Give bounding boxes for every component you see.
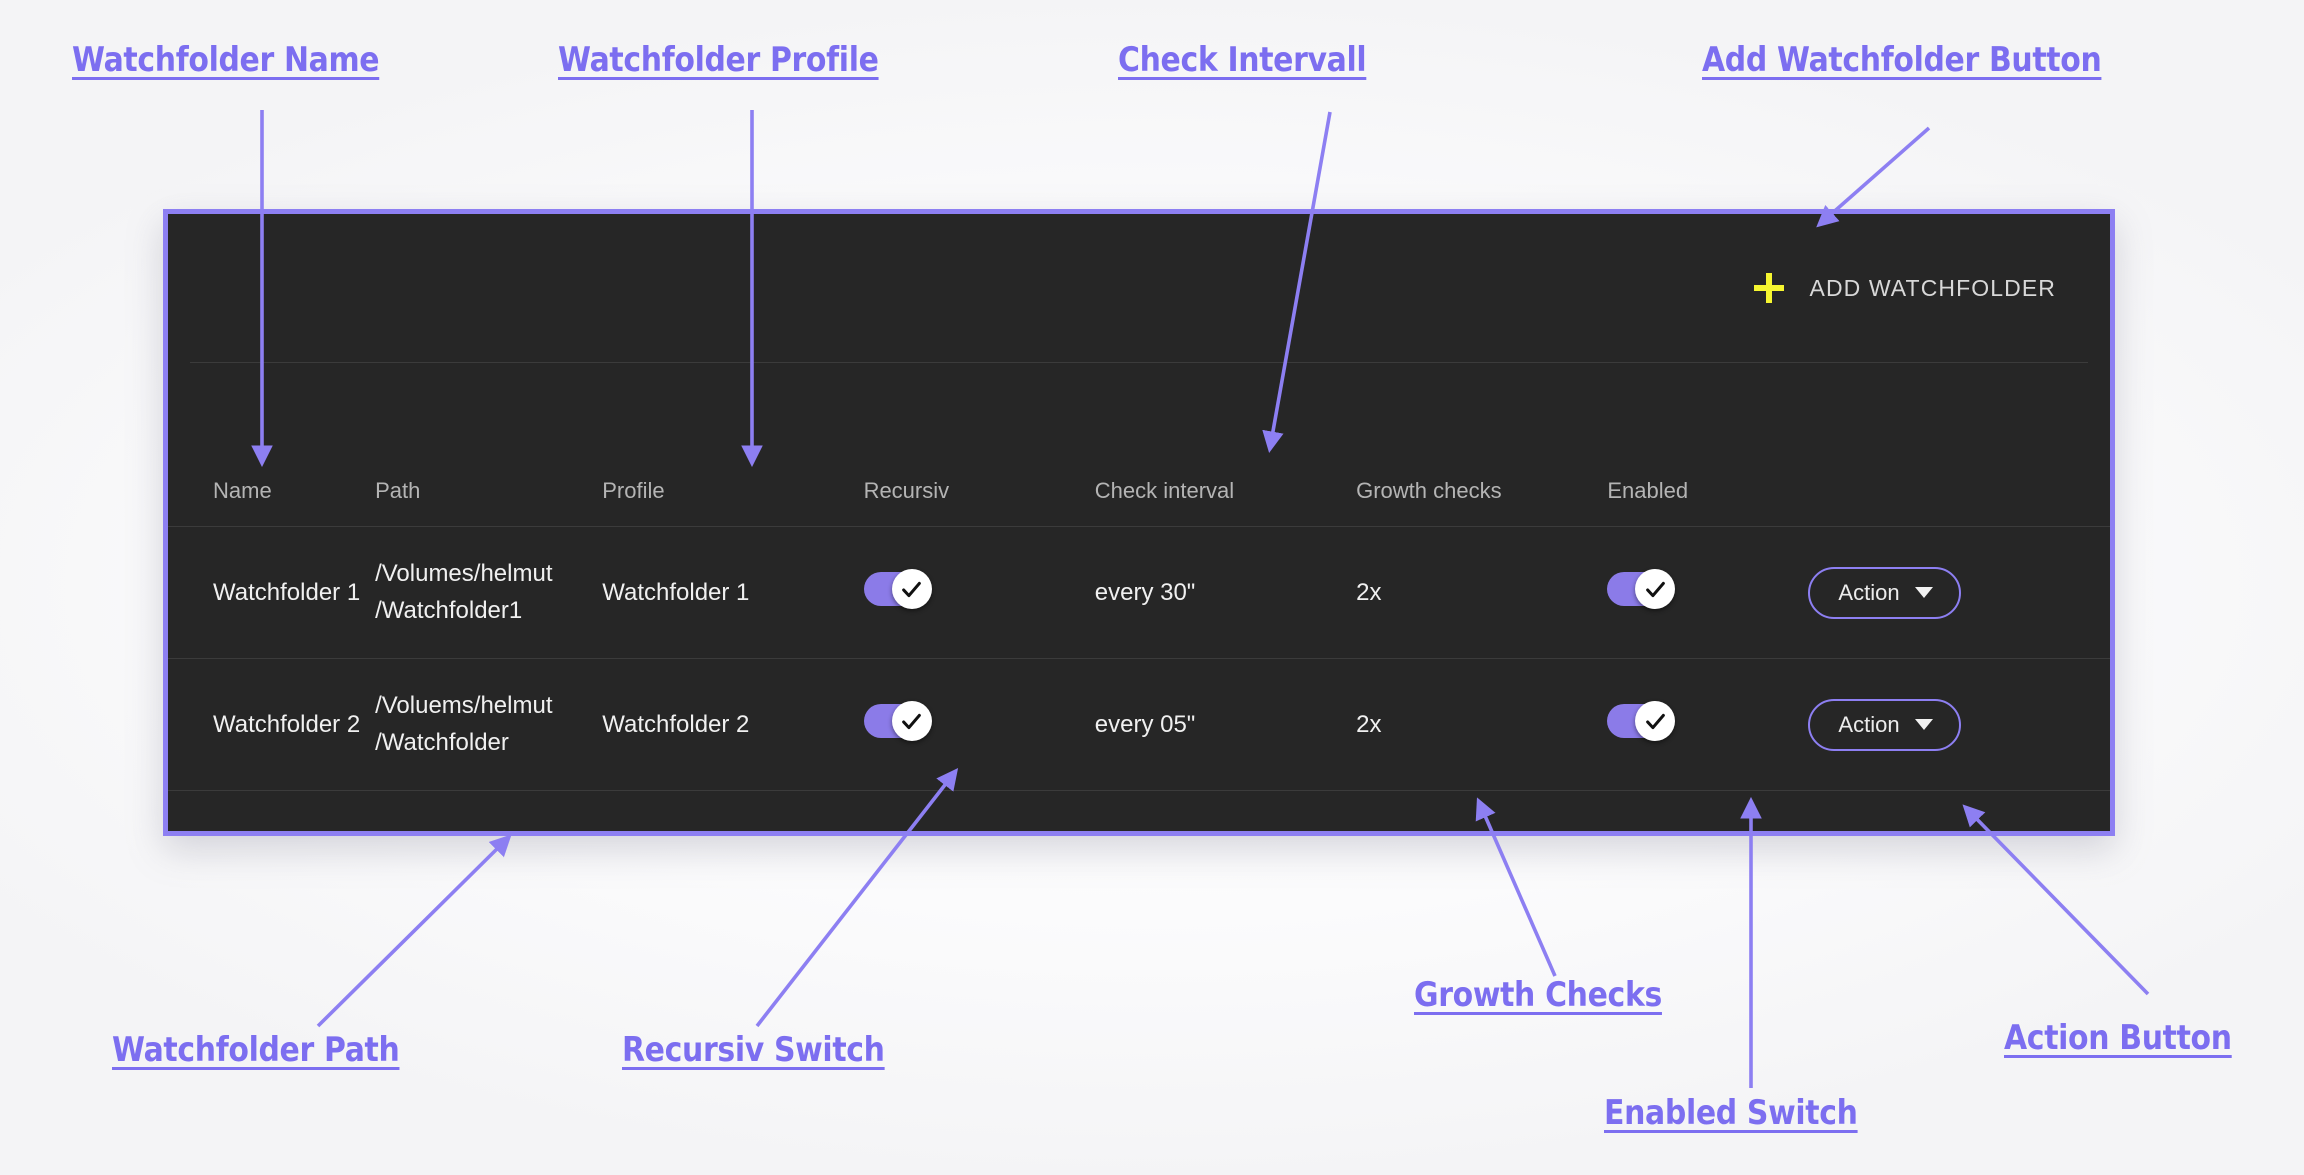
add-watchfolder-button[interactable]: ADD WATCHFOLDER xyxy=(1744,267,2067,309)
column-header-action xyxy=(1808,382,2110,527)
arrow-watchfolder-path xyxy=(316,834,512,1028)
annotation-watchfolder-name: Watchfolder Name xyxy=(72,40,380,80)
action-button-label: Action xyxy=(1838,711,1900,737)
cell-check-interval: every 05" xyxy=(1094,658,1357,791)
cell-growth-checks: 2x xyxy=(1356,658,1608,791)
cell-enabled xyxy=(1607,658,1809,791)
annotation-watchfolder-profile: Watchfolder Profile xyxy=(558,40,879,80)
action-button[interactable]: Action xyxy=(1808,698,1961,751)
action-button[interactable]: Action xyxy=(1808,566,1961,619)
cell-check-interval: every 30" xyxy=(1094,526,1357,659)
annotation-watchfolder-path: Watchfolder Path xyxy=(112,1030,400,1070)
cell-path: /Volumes/helmut /Watchfolder1 xyxy=(375,526,603,659)
cell-name: Watchfolder 1 xyxy=(168,526,376,659)
table-row: Watchfolder 2 /Voluems/helmut /Watchfold… xyxy=(168,658,2110,791)
column-header-check-interval[interactable]: Check interval xyxy=(1094,478,1235,503)
cell-profile: Watchfolder 2 xyxy=(602,658,864,791)
toggle-knob xyxy=(891,701,932,741)
cell-action: Action xyxy=(1808,658,2110,791)
table-header-row: Name Path Profile Recursiv Check interva… xyxy=(168,382,2110,527)
check-icon xyxy=(902,581,921,597)
annotation-add-watchfolder-button: Add Watchfolder Button xyxy=(1702,40,2102,80)
cell-recursiv xyxy=(863,658,1095,791)
add-watchfolder-label: ADD WATCHFOLDER xyxy=(1809,274,2056,301)
watchfolder-panel: ADD WATCHFOLDER Name Path Profile Recurs… xyxy=(163,209,2115,836)
enabled-toggle[interactable] xyxy=(1607,701,1676,741)
chevron-down-icon xyxy=(1914,719,1933,730)
cell-growth-checks: 2x xyxy=(1356,526,1608,659)
watchfolder-table: Name Path Profile Recursiv Check interva… xyxy=(168,382,2110,791)
check-icon xyxy=(902,713,921,729)
annotation-enabled-switch: Enabled Switch xyxy=(1604,1093,1858,1133)
check-icon xyxy=(1646,713,1665,729)
annotation-check-intervall: Check Intervall xyxy=(1118,40,1367,80)
toggle-knob xyxy=(1635,569,1676,609)
enabled-toggle[interactable] xyxy=(1607,569,1676,609)
path-line-1: /Voluems/helmut xyxy=(375,692,553,720)
panel-toolbar: ADD WATCHFOLDER xyxy=(168,214,2110,362)
column-header-name[interactable]: Name xyxy=(213,478,272,503)
recursiv-toggle[interactable] xyxy=(863,701,932,741)
cell-name: Watchfolder 2 xyxy=(168,658,376,791)
check-icon xyxy=(1646,581,1665,597)
column-header-profile[interactable]: Profile xyxy=(602,478,665,503)
cell-profile: Watchfolder 1 xyxy=(602,526,864,659)
path-line-2: /Watchfolder xyxy=(375,728,509,756)
column-header-enabled[interactable]: Enabled xyxy=(1607,478,1689,503)
annotation-recursiv-switch: Recursiv Switch xyxy=(622,1030,885,1070)
toggle-knob xyxy=(891,569,932,609)
path-line-1: /Volumes/helmut xyxy=(375,560,553,588)
column-header-growth-checks[interactable]: Growth checks xyxy=(1356,478,1502,503)
chevron-down-icon xyxy=(1914,587,1933,598)
toolbar-divider xyxy=(190,362,2088,363)
column-header-recursiv[interactable]: Recursiv xyxy=(863,478,950,503)
table-header: Name Path Profile Recursiv Check interva… xyxy=(168,382,2110,527)
cell-recursiv xyxy=(863,526,1095,659)
cell-path: /Voluems/helmut /Watchfolder xyxy=(375,658,603,791)
table-body: Watchfolder 1 /Volumes/helmut /Watchfold… xyxy=(168,526,2110,791)
cell-action: Action xyxy=(1808,526,2110,659)
table-row: Watchfolder 1 /Volumes/helmut /Watchfold… xyxy=(168,526,2110,659)
path-line-2: /Watchfolder1 xyxy=(375,596,523,624)
plus-icon xyxy=(1753,273,1784,303)
cell-enabled xyxy=(1607,526,1809,659)
recursiv-toggle[interactable] xyxy=(863,569,932,609)
annotation-action-button: Action Button xyxy=(2004,1018,2232,1058)
annotation-growth-checks: Growth Checks xyxy=(1414,975,1662,1015)
toggle-knob xyxy=(1635,701,1676,741)
action-button-label: Action xyxy=(1838,579,1900,605)
column-header-path[interactable]: Path xyxy=(375,478,421,503)
